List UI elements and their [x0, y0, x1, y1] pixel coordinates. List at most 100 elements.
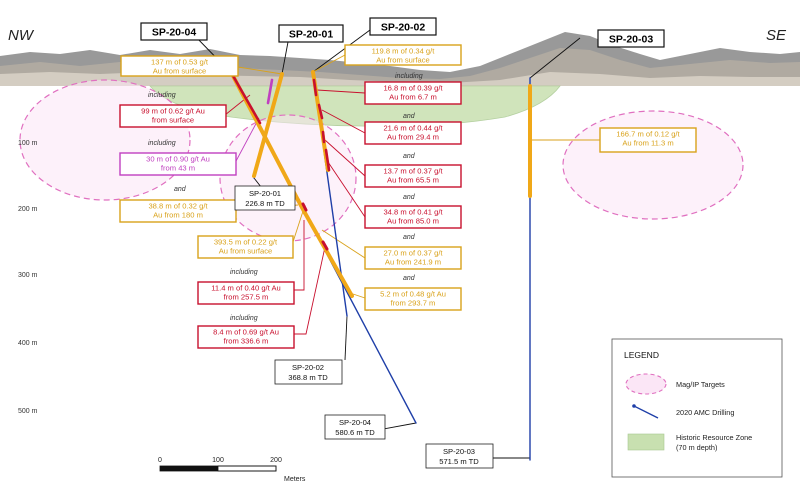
intercept-box: 13.7 m of 0.37 g/tAu from 65.5 m	[364, 164, 462, 188]
hole-tag-sp-20-02: SP-20-02	[369, 17, 437, 36]
depth-label: 100 m	[18, 140, 38, 147]
intercept-text: Au from 29.4 m	[387, 133, 439, 142]
high-grade-zone	[324, 148, 331, 172]
intercept-text: 16.8 m of 0.39 g/t	[383, 84, 443, 93]
depth-axis: 100 m 200 m 300 m 400 m 500 m	[18, 140, 38, 415]
intercept-box: 137 m of 0.53 g/tAu from surface	[120, 55, 239, 77]
separator-and: and	[174, 186, 187, 193]
corner-label-nw: NW	[8, 27, 35, 44]
legend-label-drilling: 2020 AMC Drilling	[676, 408, 734, 417]
gold-zone	[303, 211, 354, 298]
mag-ip-target	[562, 110, 744, 220]
scale-tick-200: 200	[270, 457, 282, 464]
intercept-text: 30 m of 0.90 g/t Au	[146, 155, 210, 164]
intercept-box: 34.8 m of 0.41 g/tAu from 85.0 m	[364, 205, 462, 229]
intercept-text: 99 m of 0.62 g/t Au	[141, 107, 205, 116]
svg-text:SP-20-01: SP-20-01	[289, 29, 334, 41]
svg-text:SP-20-02: SP-20-02	[381, 22, 426, 34]
corner-label-se: SE	[766, 27, 787, 44]
intercept-text: 38.8 m of 0.32 g/t	[148, 202, 208, 211]
separator-including: including	[148, 92, 176, 99]
legend-label-resource: Historic Resource Zone	[676, 433, 752, 442]
intercept-text: 166.7 m of 0.12 g/t	[616, 130, 680, 139]
intercept-text: from 43 m	[161, 164, 195, 173]
separator-including: including	[148, 140, 176, 147]
intercept-text: 21.6 m of 0.44 g/t	[383, 124, 443, 133]
scale-tick-0: 0	[158, 457, 162, 464]
scale-tick-100: 100	[212, 457, 224, 464]
legend-label-targets: Mag/IP Targets	[676, 380, 725, 389]
svg-text:SP-20-03: SP-20-03	[443, 447, 475, 456]
separator-words: including including and including includ…	[148, 73, 423, 322]
separator-and: and	[403, 275, 416, 282]
intercept-box: 393.5 m of 0.22 g/tAu from surface	[197, 235, 294, 259]
depth-label: 300 m	[18, 272, 38, 279]
intercept-text: 119.8 m of 0.34 g/t	[372, 47, 436, 56]
intercept-box: 27.0 m of 0.37 g/tAu from 241.9 m	[364, 246, 462, 270]
legend: LEGEND Mag/IP Targets 2020 AMC Drilling …	[611, 338, 783, 478]
intercept-box: 119.8 m of 0.34 g/tAu from surface	[344, 44, 462, 66]
intercept-text: 13.7 m of 0.37 g/t	[383, 167, 443, 176]
td-box-sp-20-02: SP-20-02 368.8 m TD	[274, 359, 343, 385]
scale-bar: 0 100 200 Meters	[158, 457, 306, 483]
hole-tag-sp-20-03: SP-20-03	[597, 29, 665, 48]
intercept-text: Au from 6.7 m	[389, 93, 437, 102]
hole-tag-sp-20-01: SP-20-01	[278, 24, 344, 43]
legend-title: LEGEND	[624, 350, 659, 360]
intercept-text: 137 m of 0.53 g/t	[151, 58, 209, 67]
intercept-text: 8.4 m of 0.69 g/t Au	[213, 328, 279, 337]
high-grade-zone	[301, 202, 308, 212]
svg-text:SP-20-04: SP-20-04	[339, 418, 371, 427]
separator-and: and	[403, 234, 416, 241]
intercept-text: Au from 180 m	[153, 211, 203, 220]
depth-label: 200 m	[18, 206, 38, 213]
high-grade-zone	[317, 103, 324, 120]
intercept-text: Au from 11.3 m	[622, 139, 673, 148]
intercept-text: Au from 65.5 m	[387, 176, 439, 185]
legend-label-resource-depth: (70 m depth)	[676, 443, 717, 452]
gold-zone	[296, 198, 307, 215]
svg-text:SP-20-04: SP-20-04	[152, 27, 197, 39]
intercept-text: 34.8 m of 0.41 g/t	[383, 208, 443, 217]
svg-text:580.6 m TD: 580.6 m TD	[335, 428, 375, 437]
intercept-text: Au from 85.0 m	[387, 217, 439, 226]
intercept-text: Au from surface	[376, 56, 430, 65]
high-grade-zone	[266, 78, 274, 105]
intercept-text: from surface	[152, 116, 194, 125]
separator-including: including	[230, 315, 258, 322]
separator-including: including	[230, 269, 258, 276]
hole-tag-sp-20-04: SP-20-04	[140, 22, 208, 41]
separator-including: including	[395, 73, 423, 80]
intercept-box: 166.7 m of 0.12 g/tAu from 11.3 m	[599, 127, 697, 153]
svg-text:SP-20-03: SP-20-03	[609, 34, 654, 46]
intercept-text: 27.0 m of 0.37 g/t	[383, 249, 443, 258]
high-grade-zone	[321, 130, 326, 144]
intercept-text: 11.4 m of 0.40 g/t Au	[211, 284, 281, 293]
svg-text:SP-20-02: SP-20-02	[292, 363, 324, 372]
intercept-box: 21.6 m of 0.44 g/tAu from 29.4 m	[364, 121, 462, 145]
separator-and: and	[403, 194, 416, 201]
legend-swatch-resource	[627, 433, 665, 451]
high-grade-zone	[230, 72, 262, 125]
intercept-text: Au from surface	[219, 247, 273, 256]
gold-zone	[252, 72, 284, 178]
td-box-sp-20-01: SP-20-01 226.8 m TD	[234, 185, 296, 211]
svg-text:SP-20-01: SP-20-01	[249, 189, 281, 198]
svg-text:226.8 m TD: 226.8 m TD	[245, 199, 285, 208]
high-grade-zone	[312, 78, 318, 97]
intercept-box: 38.8 m of 0.32 g/tAu from 180 m	[119, 199, 237, 223]
intercept-text: 5.2 m of 0.48 g/t Au	[380, 290, 446, 299]
intercept-text: Au from 241.9 m	[385, 258, 441, 267]
svg-text:368.8 m TD: 368.8 m TD	[288, 373, 328, 382]
high-grade-zone	[321, 240, 329, 251]
scale-unit: Meters	[284, 476, 306, 483]
intercept-text: 393.5 m of 0.22 g/t	[214, 238, 278, 247]
intercept-box: 16.8 m of 0.39 g/tAu from 6.7 m	[364, 81, 462, 105]
td-box-sp-20-03: SP-20-03 571.5 m TD	[425, 443, 494, 469]
